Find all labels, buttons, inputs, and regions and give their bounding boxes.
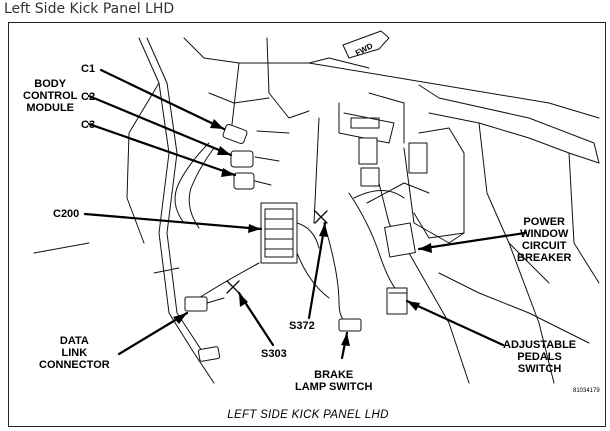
label-s372: S372 — [289, 320, 315, 332]
diagram-caption: LEFT SIDE KICK PANEL LHD — [227, 409, 389, 421]
label-c1: C1 — [81, 63, 96, 75]
bcm-connectors — [174, 124, 290, 229]
diagram-frame: FWD C1 BODY CONTROL MODULE C2 C3 C200 DA… — [8, 22, 606, 427]
page-title: Left Side Kick Panel LHD — [4, 1, 175, 17]
label-data-link-connector: DATA LINK CONNECTOR — [39, 335, 110, 371]
label-adjustable-pedals-switch: ADJUSTABLE PEDALS SWITCH — [503, 339, 577, 375]
splice-marks — [226, 210, 328, 294]
data-link-connector-shape — [184, 296, 225, 362]
label-brake-lamp-switch: BRAKE LAMP SWITCH — [295, 369, 373, 393]
label-s303: S303 — [261, 348, 287, 360]
body-structure — [33, 37, 600, 384]
label-body-control-module: BODY CONTROL MODULE — [23, 78, 78, 114]
kick-panel-illustration — [33, 30, 600, 384]
label-c200: C200 — [53, 208, 80, 220]
figure-code: 81034179 — [573, 388, 600, 394]
leader-lines — [83, 68, 527, 360]
label-c3: C3 — [81, 119, 96, 131]
leader-arrowheads — [173, 119, 432, 346]
fwd-arrow-tag — [342, 30, 390, 59]
wire-harness — [323, 182, 430, 332]
label-power-window-circuit-breaker: POWER WINDOW CIRCUIT BREAKER — [517, 216, 572, 264]
relay-breaker-shape — [350, 117, 428, 315]
label-c2: C2 — [81, 91, 96, 103]
c200-junction-block — [198, 202, 330, 299]
